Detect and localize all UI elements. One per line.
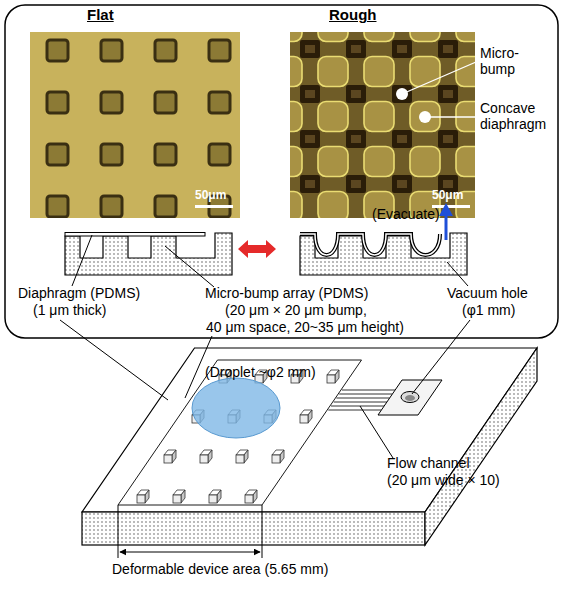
concave-diaphragm-section (300, 234, 440, 255)
leader-line (412, 320, 470, 394)
part-label: Micro-bump array (PDMS) (205, 285, 368, 301)
dimension-label: (20 μm × 20 μm bump, (225, 302, 367, 318)
marker-dot (419, 111, 431, 123)
dimension-label: (φ1 mm) (462, 302, 515, 318)
device-top (82, 348, 537, 512)
device-side (425, 348, 537, 545)
bump-cube (209, 490, 221, 503)
flow-channel (331, 406, 384, 407)
device-front (82, 512, 425, 545)
leader-line (360, 406, 393, 458)
bump-cube (327, 370, 339, 383)
dimension-label: 40 μm space, 20~35 μm height) (206, 319, 404, 335)
action-label: (Evacuate) (372, 206, 440, 222)
bump-cube (300, 410, 312, 423)
leader-line (402, 62, 476, 94)
bump-cube (173, 490, 185, 503)
panel-frame (5, 5, 558, 338)
panel-heading: Rough (329, 6, 376, 23)
leader-line (165, 246, 214, 287)
bump-cube (137, 490, 149, 503)
dimension-arrow (120, 552, 260, 553)
dimension-line (118, 505, 119, 558)
flat-micrograph (30, 32, 240, 218)
vacuum-chamber (378, 380, 442, 415)
leader-line (60, 320, 168, 400)
micrograph-panel: Flat50μm (30, 32, 240, 218)
scale-bar (195, 205, 233, 208)
vacuum-hole (401, 392, 419, 403)
scale-label: 50μm (195, 188, 226, 202)
dimension-label: (1 μm thick) (33, 302, 106, 318)
dimension-label: Deformable device area (5.65 mm) (112, 561, 328, 577)
rough-micrograph (290, 32, 475, 218)
micrograph-panel: Rough50μm (290, 32, 475, 218)
part-label: Micro-bump (480, 45, 530, 77)
flow-channel (342, 390, 395, 391)
droplet (192, 378, 280, 438)
vacuum-hole-inner (405, 395, 415, 401)
bump-cube (272, 450, 284, 463)
part-label: Flow channel (387, 455, 470, 471)
flow-channel (339, 394, 392, 395)
evacuate-arrow (445, 214, 448, 240)
flat-diaphragm (65, 233, 205, 237)
leader-line (425, 116, 476, 117)
switch-arrow (238, 240, 276, 258)
evacuate-arrow-head (439, 203, 453, 216)
panel-heading: Flat (87, 6, 114, 23)
leader-line (72, 235, 92, 286)
part-label: Diaphragm (PDMS) (18, 285, 140, 301)
dimension-line (262, 505, 263, 558)
scale-label: 50μm (432, 188, 463, 202)
bump-cube (200, 450, 212, 463)
part-label: Vacuum hole (447, 285, 528, 301)
leader-line (447, 262, 468, 286)
flow-channel (328, 410, 381, 411)
flow-channel (336, 398, 389, 399)
flow-channel (334, 402, 387, 403)
part-label: (Droplet ~φ2 mm) (205, 364, 316, 380)
deformable-area (118, 360, 362, 505)
substrate-section (300, 233, 467, 275)
part-label: Concave diaphragm (480, 100, 555, 132)
bump-cube (245, 490, 257, 503)
bump-cube (236, 450, 248, 463)
marker-dot (396, 88, 408, 100)
bump-cube (164, 450, 176, 463)
concave-diaphragm-section (300, 234, 440, 255)
dimension-label: (20 μm wide × 10) (387, 472, 500, 488)
